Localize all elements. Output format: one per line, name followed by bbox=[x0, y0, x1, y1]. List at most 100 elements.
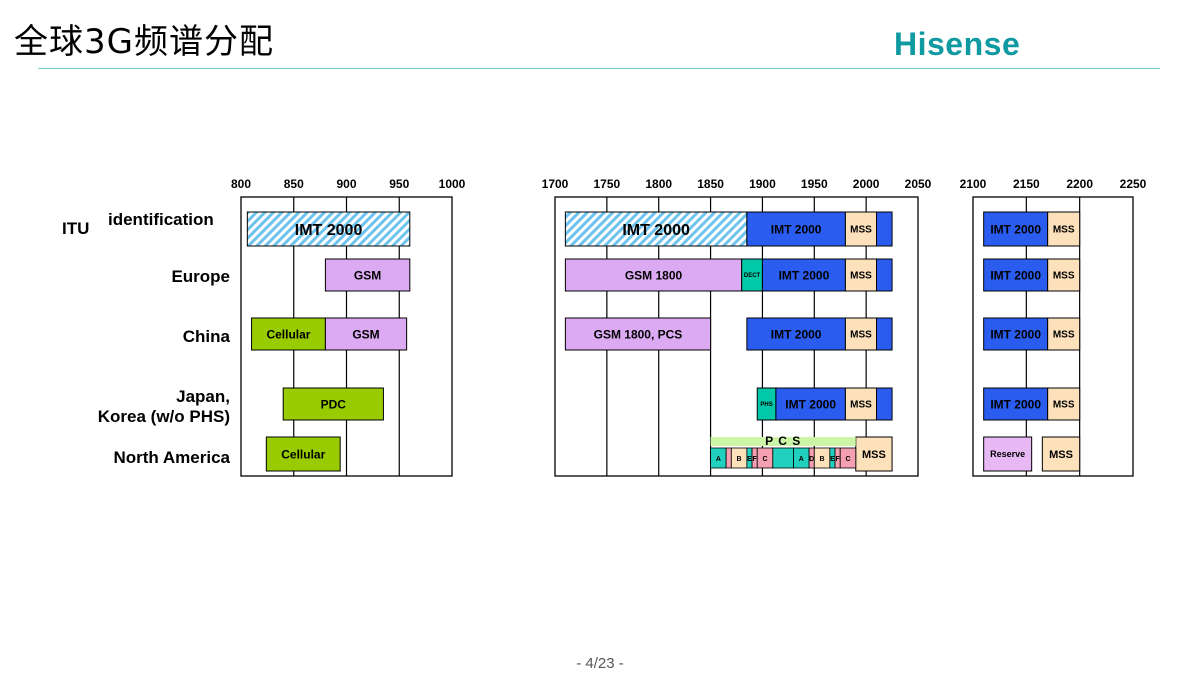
spectrum-block-label: MSS bbox=[1053, 400, 1075, 411]
spectrum-block-label: IMT 2000 bbox=[771, 222, 822, 236]
pcs-subband-label: F bbox=[753, 456, 758, 463]
freq-tick-label: 1800 bbox=[645, 177, 672, 191]
spectrum-block bbox=[983, 436, 1033, 472]
spectrum-block-label: MSS bbox=[850, 225, 872, 236]
spectrum-block bbox=[876, 211, 893, 247]
spectrum-block-label: IMT 2000 bbox=[990, 397, 1041, 411]
pcs-subband-label: E bbox=[747, 456, 752, 463]
row-label: Japan, bbox=[176, 387, 230, 406]
spectrum-block-label: DECT bbox=[744, 273, 761, 279]
spectrum-block-label: MSS bbox=[862, 449, 886, 461]
row-label: China bbox=[183, 327, 231, 346]
spectrum-block-label: MSS bbox=[1053, 330, 1075, 341]
spectrum-block bbox=[324, 317, 408, 351]
spectrum-block bbox=[844, 317, 878, 351]
row-label: identification bbox=[108, 210, 214, 229]
spectrum-block bbox=[983, 317, 1049, 351]
pcs-subband-label: C bbox=[762, 456, 767, 463]
freq-tick-label: 1000 bbox=[439, 177, 466, 191]
pcs-subband-label: B bbox=[737, 456, 742, 463]
spectrum-block bbox=[1047, 317, 1081, 351]
spectrum-block-label: GSM 1800 bbox=[625, 268, 683, 282]
freq-tick-label: 1700 bbox=[542, 177, 569, 191]
row-label: Korea (w/o PHS) bbox=[98, 407, 230, 426]
pcs-subband bbox=[725, 447, 732, 469]
spectrum-block-label: IMT 2000 bbox=[990, 268, 1041, 282]
spectrum-block bbox=[1041, 436, 1081, 472]
spectrum-block bbox=[265, 436, 341, 472]
pcs-subband-label: A bbox=[716, 456, 721, 463]
spectrum-block-label: Cellular bbox=[266, 327, 310, 341]
pcs-subband-label: B bbox=[820, 456, 825, 463]
freq-tick-label: 850 bbox=[284, 177, 304, 191]
spectrum-block-label: GSM bbox=[352, 327, 379, 341]
pcs-subband-label: F bbox=[835, 456, 840, 463]
spectrum-block-label: IMT 2000 bbox=[785, 397, 836, 411]
spectrum-block-label: MSS bbox=[850, 400, 872, 411]
freq-tick-label: 2200 bbox=[1066, 177, 1093, 191]
row-label: ITU bbox=[62, 219, 89, 238]
spectrum-block bbox=[746, 317, 846, 351]
pcs-subband-label: E bbox=[830, 456, 835, 463]
header-divider bbox=[38, 68, 1160, 69]
freq-tick-label: 2250 bbox=[1120, 177, 1147, 191]
freq-tick-label: 1950 bbox=[801, 177, 828, 191]
spectrum-block-label: PHS bbox=[760, 402, 772, 408]
spectrum-block-label: IMT 2000 bbox=[990, 327, 1041, 341]
spectrum-block bbox=[844, 387, 878, 421]
freq-tick-label: 2000 bbox=[853, 177, 880, 191]
pcs-subband-label: C bbox=[845, 456, 850, 463]
spectrum-block-label: IMT 2000 bbox=[622, 222, 690, 239]
spectrum-block bbox=[746, 211, 846, 247]
pcs-subband-label: A bbox=[799, 456, 804, 463]
spectrum-block bbox=[844, 258, 878, 292]
spectrum-block-label: MSS bbox=[850, 330, 872, 341]
spectrum-block bbox=[761, 258, 846, 292]
spectrum-block bbox=[876, 387, 893, 421]
spectrum-block-label: IMT 2000 bbox=[295, 222, 363, 239]
spectrum-block bbox=[775, 387, 846, 421]
spectrum-block-label: PDC bbox=[321, 397, 347, 411]
spectrum-block bbox=[282, 387, 384, 421]
freq-tick-label: 800 bbox=[231, 177, 251, 191]
spectrum-block bbox=[983, 258, 1049, 292]
freq-tick-label: 950 bbox=[389, 177, 409, 191]
spectrum-block-label: MSS bbox=[1053, 225, 1075, 236]
freq-tick-label: 1900 bbox=[749, 177, 776, 191]
spectrum-block bbox=[983, 211, 1049, 247]
spectrum-block bbox=[564, 211, 748, 247]
spectrum-block bbox=[876, 317, 893, 351]
spectrum-block-label: MSS bbox=[1049, 449, 1073, 461]
freq-tick-label: 1750 bbox=[594, 177, 621, 191]
spectrum-block-label: IMT 2000 bbox=[990, 222, 1041, 236]
freq-tick-label: 1850 bbox=[697, 177, 724, 191]
pcs-subband bbox=[772, 447, 794, 469]
spectrum-block-label: MSS bbox=[1053, 271, 1075, 282]
spectrum-block bbox=[1047, 258, 1081, 292]
spectrum-block bbox=[246, 211, 411, 247]
spectrum-block bbox=[564, 317, 712, 351]
hisense-logo: Hisense bbox=[894, 26, 1021, 62]
page-title: 全球3G频谱分配 bbox=[14, 22, 274, 62]
freq-tick-label: 2150 bbox=[1013, 177, 1040, 191]
spectrum-block-label: Cellular bbox=[281, 447, 325, 461]
spectrum-block-label: Reserve bbox=[990, 449, 1025, 459]
row-label: North America bbox=[113, 448, 230, 467]
spectrum-block bbox=[983, 387, 1049, 421]
pcs-subband-label: D bbox=[809, 456, 814, 463]
pcs-subband bbox=[839, 447, 857, 469]
pcs-label: P C S bbox=[765, 434, 801, 448]
spectrum-block-label: MSS bbox=[850, 271, 872, 282]
spectrum-block bbox=[1047, 387, 1081, 421]
row-label: Europe bbox=[171, 267, 230, 286]
spectrum-block-label: IMT 2000 bbox=[779, 268, 830, 282]
freq-tick-label: 2100 bbox=[960, 177, 987, 191]
freq-tick-label: 2050 bbox=[905, 177, 932, 191]
freq-tick-label: 900 bbox=[336, 177, 356, 191]
spectrum-block bbox=[324, 258, 411, 292]
spectrum-block bbox=[876, 258, 893, 292]
pcs-bar bbox=[710, 437, 856, 446]
spectrum-block-label: IMT 2000 bbox=[771, 327, 822, 341]
spectrum-block-label: GSM 1800, PCS bbox=[594, 327, 683, 341]
